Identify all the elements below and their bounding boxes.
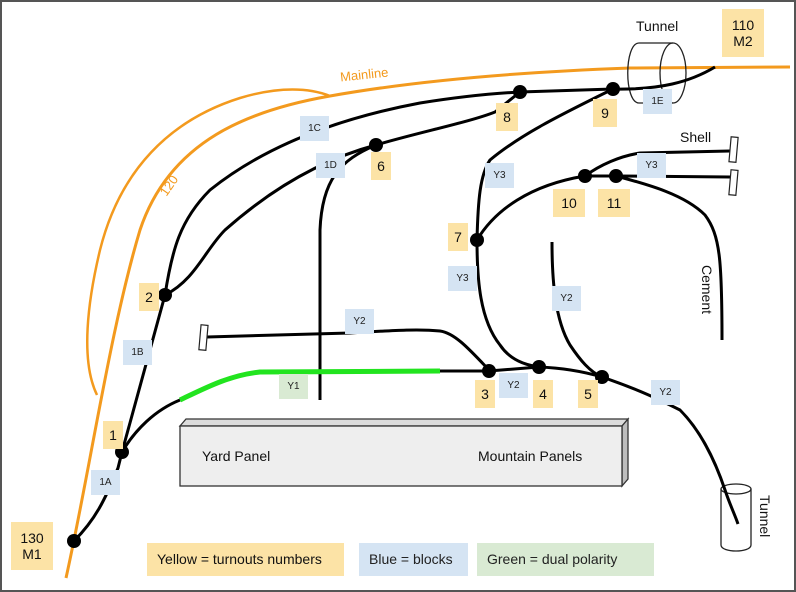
- tunnel-top-label: Tunnel: [636, 18, 679, 34]
- turnout-label-5: 5: [578, 380, 598, 408]
- turnout-dot-10[interactable]: [578, 169, 592, 183]
- turnout-label-11: 11: [598, 189, 630, 217]
- marker-number: 110: [731, 16, 755, 33]
- dual-polarity-track: [178, 368, 441, 403]
- marker-code: M1: [22, 546, 42, 562]
- turnout-dot-6[interactable]: [369, 138, 383, 152]
- block-label-1b: 1B: [123, 340, 152, 365]
- shell-label: Shell: [680, 129, 712, 145]
- turnout-label-1: 1: [103, 421, 123, 449]
- block-label-y2: Y2: [552, 286, 581, 311]
- turnout-dot-5[interactable]: [595, 370, 609, 384]
- turnout-dot-m1[interactable]: [67, 534, 81, 548]
- yard-panel-label: Yard Panel: [202, 448, 271, 464]
- block-label-y1: Y1: [279, 374, 308, 399]
- turnout-dot-7[interactable]: [470, 233, 484, 247]
- cement-label: Cement: [699, 265, 715, 315]
- turnout-label-9: 9: [593, 99, 617, 127]
- turnout-dot-9[interactable]: [606, 82, 620, 96]
- turnout-label-6: 6: [371, 152, 391, 180]
- block-label-1c: 1C: [300, 116, 329, 141]
- marker-number: 130: [20, 529, 44, 546]
- block-label-1a: 1A: [91, 470, 120, 495]
- turnout-dot-8[interactable]: [513, 85, 527, 99]
- tunnel-bottom-label: Tunnel: [757, 495, 773, 538]
- siding-120-track: [86, 88, 331, 396]
- bumper-icon: [198, 324, 209, 351]
- marker-code: M2: [733, 33, 753, 49]
- mainline-marker-m2: 110 M2: [722, 9, 764, 57]
- turnout-dot-3[interactable]: [482, 364, 496, 378]
- legend-green: Green = dual polarity: [477, 543, 654, 576]
- turnout-label-4: 4: [533, 380, 553, 408]
- control-panel-box: [178, 417, 630, 488]
- tunnel-bottom-icon: [720, 483, 752, 552]
- turnout-dot-2[interactable]: [158, 288, 172, 302]
- block-label-y3: Y3: [637, 153, 666, 178]
- turnout-label-7: 7: [448, 223, 468, 251]
- turnout-label-2: 2: [139, 283, 159, 311]
- block-label-y2: Y2: [499, 373, 528, 398]
- block-label-y3: Y3: [448, 266, 477, 291]
- bumper-icon: [728, 136, 739, 163]
- bumper-icon: [728, 169, 739, 196]
- turnout-dot-11[interactable]: [609, 169, 623, 183]
- turnout-label-10: 10: [553, 189, 585, 217]
- mainline-marker-m1: 130 M1: [11, 522, 53, 570]
- turnout-dot-4[interactable]: [532, 360, 546, 374]
- block-label-1d: 1D: [316, 153, 345, 178]
- block-label-1e: 1E: [643, 89, 672, 114]
- block-label-y2: Y2: [345, 309, 374, 334]
- block-label-y3: Y3: [485, 163, 514, 188]
- turnout-dots: [67, 82, 623, 548]
- legend-yellow: Yellow = turnouts numbers: [147, 543, 344, 576]
- turnout-label-3: 3: [475, 380, 495, 408]
- turnout-label-8: 8: [496, 103, 518, 131]
- legend-blue: Blue = blocks: [359, 543, 468, 576]
- block-label-y2: Y2: [651, 380, 680, 405]
- mountain-panels-label: Mountain Panels: [478, 448, 583, 464]
- mainline-track: [64, 65, 791, 579]
